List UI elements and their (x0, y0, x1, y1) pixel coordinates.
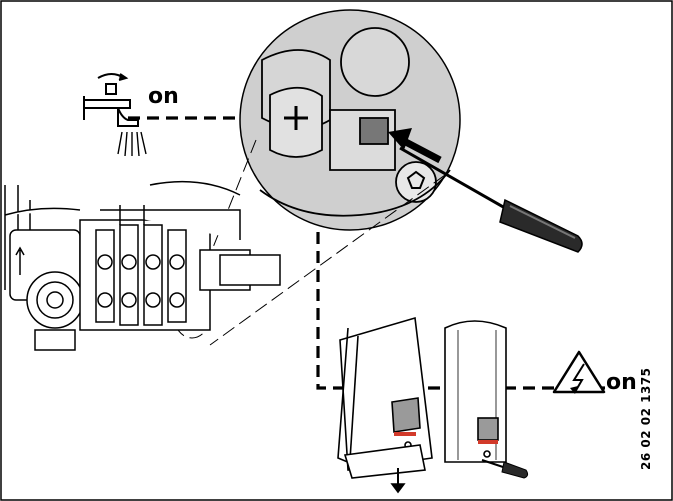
figure-id-label: 26 02 02 1375 (639, 367, 653, 470)
electric-hazard-icon (552, 350, 606, 394)
screwdriver-small-icon (481, 459, 529, 479)
heater-assembly (4, 180, 281, 351)
power-on-label: on (606, 370, 637, 395)
detail-zoom (239, 9, 461, 231)
water-tap-icon (83, 73, 147, 157)
arrow-icon (388, 128, 442, 164)
device-open (337, 316, 433, 494)
device-closed (444, 320, 507, 463)
screwdriver-icon (399, 146, 583, 253)
water-on-label: on (148, 84, 179, 109)
